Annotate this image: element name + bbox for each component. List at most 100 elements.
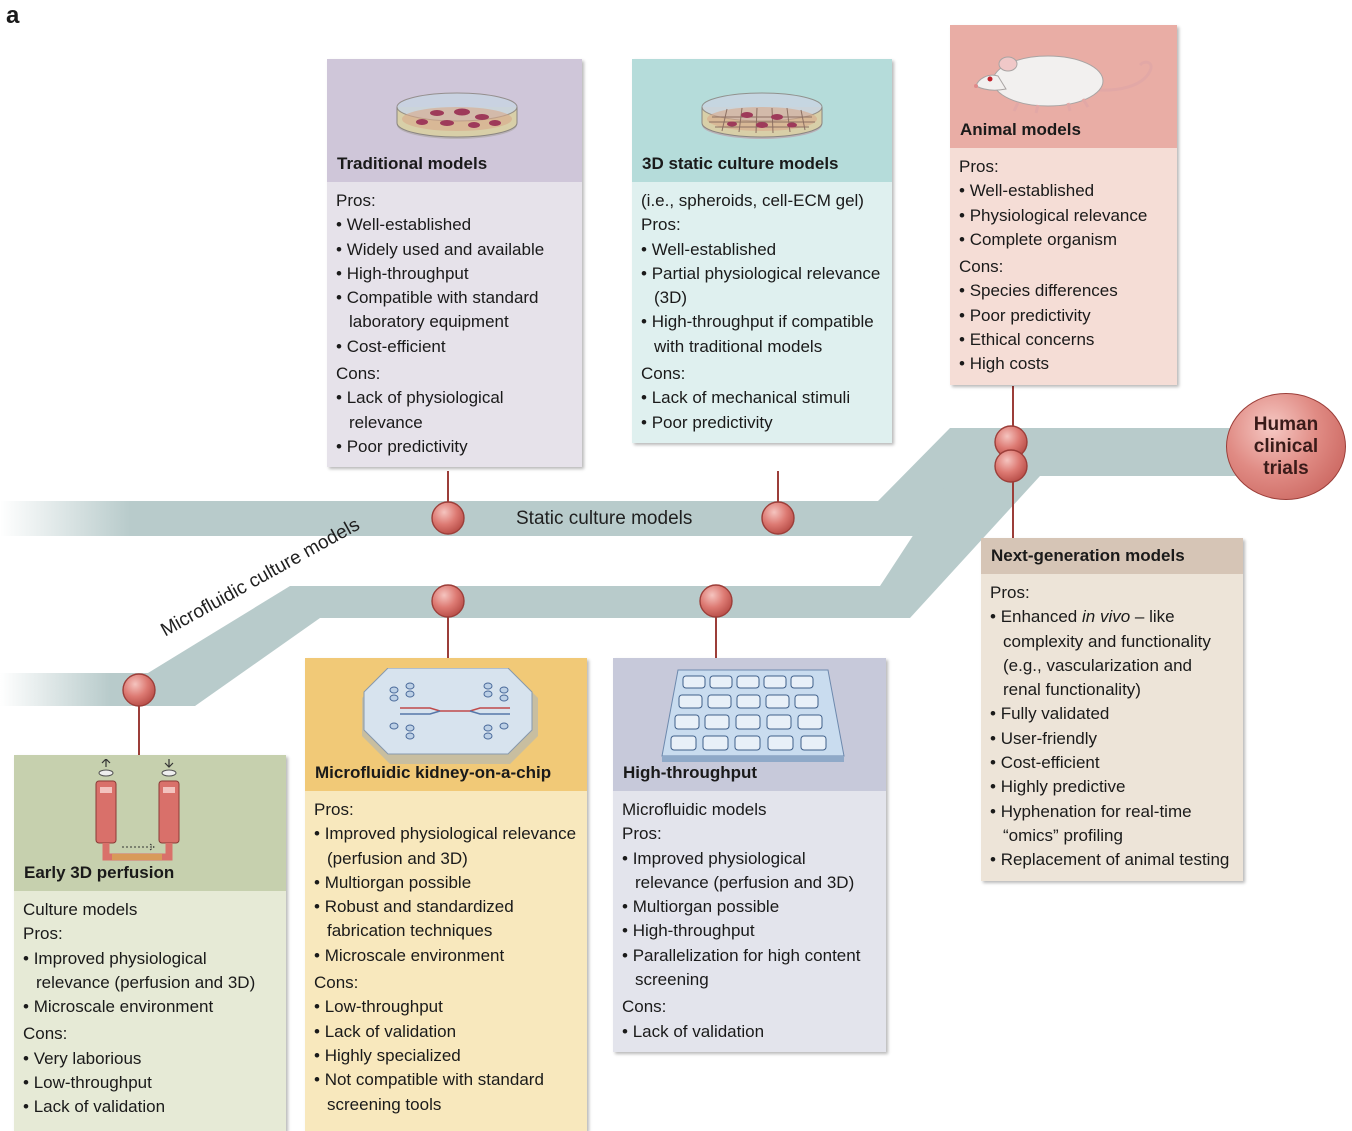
card-header: High-throughput	[613, 658, 886, 791]
static-track-fade	[0, 501, 130, 536]
card-animal-models: Animal models Pros: Well-established Phy…	[950, 25, 1177, 385]
pros-item: High-throughput	[336, 262, 573, 286]
cons-label: Cons:	[641, 364, 686, 384]
pros-item: Improved physiological relevance (perfus…	[622, 847, 877, 896]
card-title: Microfluidic kidney-on-a-chip	[315, 763, 552, 782]
card-body: Microfluidic models Pros: Improved physi…	[613, 791, 886, 1052]
pros-label: Pros:	[959, 157, 999, 176]
pros-label: Pros:	[23, 924, 63, 944]
microfluidic-track-fade	[0, 673, 110, 706]
pros-item: High-throughput	[622, 919, 877, 943]
pros-item: Complete organism	[959, 228, 1168, 252]
card-header: Animal models	[950, 25, 1177, 148]
pros-text: – like complexity and functionality (e.g…	[1003, 607, 1211, 700]
card-title: Animal models	[960, 120, 1081, 139]
cons-item: Lack of mechanical stimuli	[641, 386, 883, 410]
cons-item: Lack of validation	[314, 1020, 578, 1044]
card-body: Pros: Well-established Physiological rel…	[950, 148, 1177, 385]
perfusion-syringes-icon	[95, 759, 180, 861]
cons-label: Cons:	[959, 257, 1004, 277]
cons-item: Very laborious	[23, 1047, 277, 1071]
card-header: Microfluidic kidney-on-a-chip	[305, 658, 587, 791]
in-vivo-text: in vivo	[1081, 607, 1131, 627]
pros-item: Enhanced in vivo – like complexity and f…	[990, 605, 1234, 702]
node-early	[122, 673, 156, 707]
petri-dish-icon	[396, 92, 518, 139]
cons-label: Cons:	[622, 997, 667, 1017]
node-nextgen	[994, 449, 1028, 483]
pros-text: Enhanced	[1000, 607, 1082, 627]
card-kidney-on-a-chip: Microfluidic kidney-on-a-chip Pros: Impr…	[305, 658, 587, 1131]
cons-item: Lack of validation	[23, 1095, 277, 1119]
card-early-3d-perfusion: Early 3D perfusion Culture models Pros: …	[14, 755, 286, 1131]
pros-label: Pros:	[622, 824, 662, 844]
node-3d-static	[761, 501, 795, 535]
pros-item: Highly predictive	[990, 775, 1234, 799]
cons-label: Cons:	[23, 1024, 68, 1044]
pros-label: Pros:	[990, 583, 1030, 602]
cons-item: Poor predictivity	[336, 435, 573, 459]
card-title: 3D static culture models	[642, 154, 839, 173]
pros-item: Multiorgan possible	[314, 871, 578, 895]
pros-item: Replacement of animal testing	[990, 848, 1234, 872]
panel-label: a	[6, 2, 20, 29]
pros-item: Robust and standardized fabrication tech…	[314, 895, 578, 944]
card-body: (i.e., spheroids, cell-ECM gel) Pros: We…	[632, 182, 892, 443]
card-body: Pros: Well-established Widely used and a…	[327, 182, 582, 467]
card-header: Early 3D perfusion	[14, 755, 286, 891]
card-intro: Microfluidic models	[622, 800, 767, 819]
endpoint-line-2: clinical	[1253, 435, 1319, 457]
pros-item: Widely used and available	[336, 238, 573, 262]
pros-item: User-friendly	[990, 727, 1234, 751]
pros-item: Improved physiological relevance (perfus…	[23, 947, 277, 996]
card-title: Early 3D perfusion	[24, 863, 175, 882]
pros-label: Pros:	[641, 215, 681, 235]
card-3d-static-models: 3D static culture models (i.e., spheroid…	[632, 59, 892, 443]
pros-item: Fully validated	[990, 702, 1234, 726]
card-traditional-models: Traditional models Pros: Well-establishe…	[327, 59, 582, 468]
card-high-throughput: High-throughput Microfluidic models Pros…	[613, 658, 886, 1052]
pros-item: Well-established	[641, 238, 883, 262]
card-body: Culture models Pros: Improved physiologi…	[14, 891, 286, 1128]
microfluidic-plate-icon	[661, 669, 845, 762]
milestone-nodes	[122, 425, 1028, 707]
pros-item: Well-established	[336, 213, 573, 237]
cons-label: Cons:	[336, 364, 381, 384]
pros-label: Pros:	[336, 191, 376, 210]
endpoint-line-3: trials	[1263, 457, 1309, 479]
card-header: 3D static culture models	[632, 59, 892, 182]
cons-item: Low-throughput	[314, 995, 578, 1019]
static-track-label: Static culture models	[516, 508, 693, 529]
cons-item: Species differences	[959, 279, 1168, 303]
pros-item: Hyphenation for real-time “omics” profil…	[990, 800, 1234, 849]
endpoint-line-1: Human	[1253, 413, 1319, 435]
node-ht	[699, 584, 733, 618]
static-track	[130, 428, 1245, 536]
pros-item: Partial physiological relevance (3D)	[641, 262, 883, 311]
rat-icon	[974, 55, 1153, 114]
node-traditional	[431, 501, 465, 535]
cons-item: Low-throughput	[23, 1071, 277, 1095]
cons-item: Poor predictivity	[959, 304, 1168, 328]
card-header: Next-generation models	[981, 538, 1243, 574]
card-title: High-throughput	[623, 763, 758, 782]
kidney-chip-icon	[362, 668, 538, 764]
pros-item: Parallelization for high content screeni…	[622, 944, 877, 993]
pros-item: Cost-efficient	[990, 751, 1234, 775]
connectors	[138, 386, 1014, 755]
card-intro: Culture models	[23, 900, 138, 919]
card-body: Pros: Enhanced in vivo – like complexity…	[981, 574, 1243, 881]
petri-dish-scaffold-icon	[701, 92, 823, 139]
pros-item: Well-established	[959, 179, 1168, 203]
cons-item: Lack of validation	[622, 1020, 877, 1044]
cons-item: Ethical concerns	[959, 328, 1168, 352]
human-clinical-trials-node: Human clinical trials	[1226, 393, 1346, 500]
pros-item: Physiological relevance	[959, 204, 1168, 228]
pros-item: Multiorgan possible	[622, 895, 877, 919]
card-intro: (i.e., spheroids, cell-ECM gel)	[641, 191, 864, 210]
pros-item: High-throughput if compatible with tradi…	[641, 310, 883, 359]
microfluidic-track	[110, 456, 1245, 706]
cons-item: Highly specialized	[314, 1044, 578, 1068]
pros-item: Microscale environment	[314, 944, 578, 968]
